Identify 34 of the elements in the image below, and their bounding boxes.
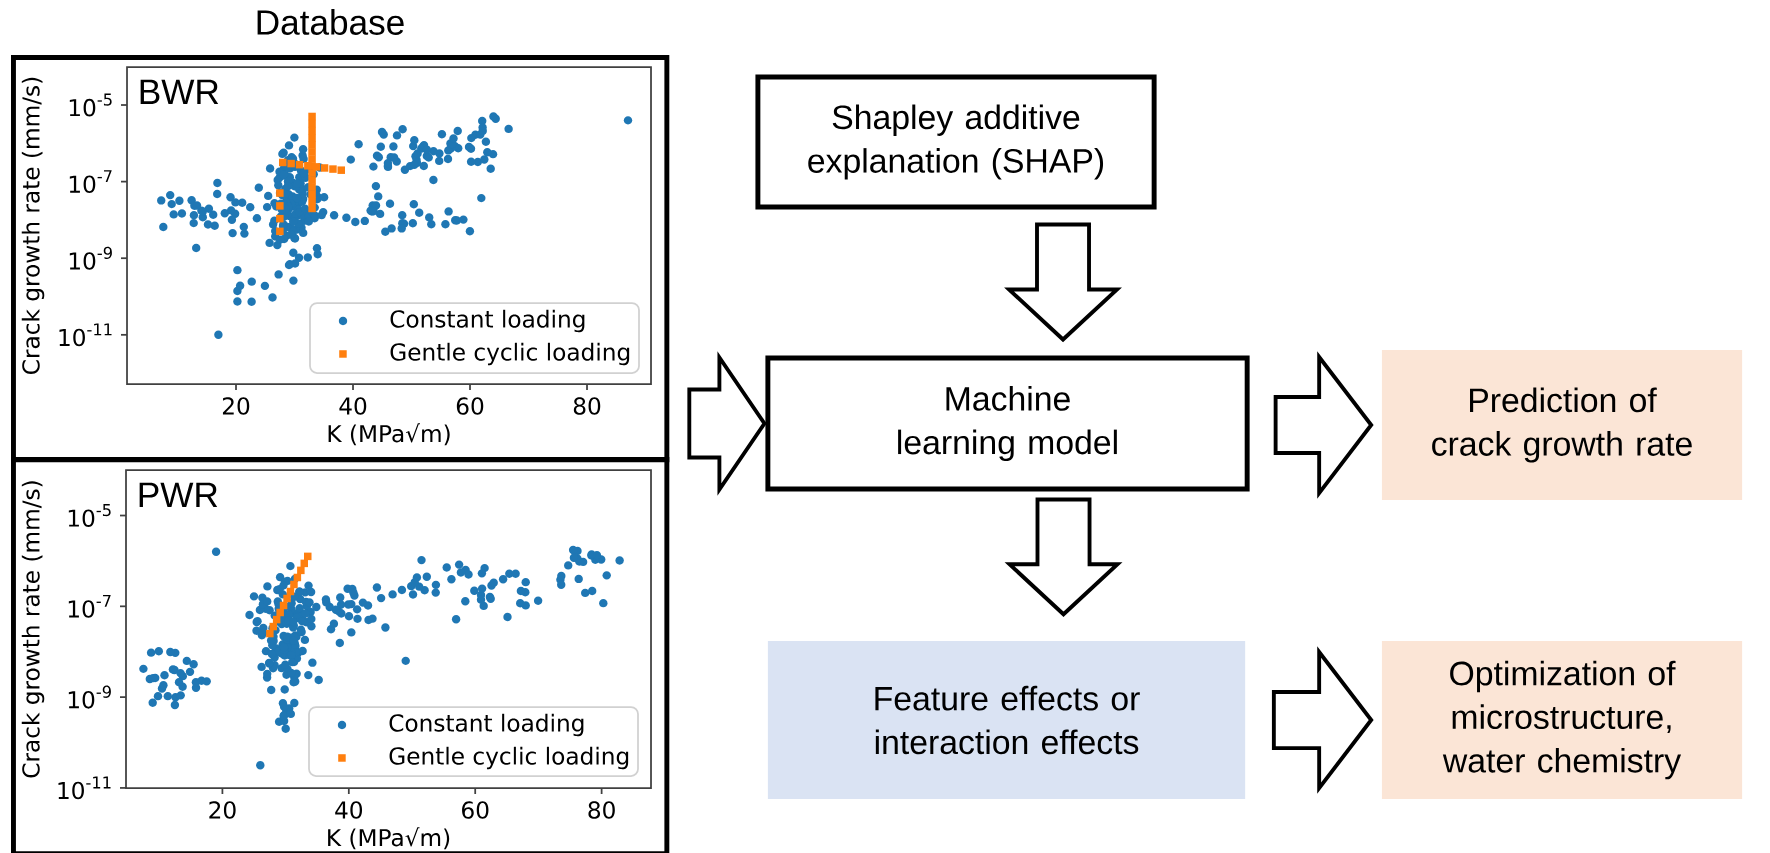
tick-label: 10$^{-7}$	[68, 594, 111, 618]
process-box: Shapley additive explanation (SHAP)	[755, 74, 1157, 210]
tick-label: 20	[222, 397, 250, 415]
tick-label: 10$^{-5}$	[68, 504, 111, 527]
process-box: Machine learning model	[765, 355, 1250, 492]
result-box: Feature effects or interaction effects	[767, 641, 1246, 800]
tick-label: 10$^{-9}$	[68, 685, 111, 709]
tick-label: 40	[339, 397, 367, 415]
tick-label: 40	[335, 801, 363, 819]
block-arrow	[1004, 222, 1122, 343]
block-arrow	[1273, 351, 1374, 499]
tick-label: 10$^{-9}$	[69, 246, 112, 270]
result-box: Optimization of microstructure, water chemistry	[1381, 641, 1743, 800]
legend-text: Gentle cyclic loading	[390, 342, 630, 366]
tick-label: 60	[462, 801, 489, 819]
block-arrow	[687, 351, 767, 496]
block-arrow	[1004, 497, 1123, 617]
legend-text: Constant loading	[389, 713, 584, 737]
tick-label: 10$^{-11}$	[59, 323, 112, 347]
tick-label: 20	[209, 801, 236, 819]
tick-label: 10$^{-5}$	[69, 93, 112, 117]
axis-label: Crack growth rate (mm/s)	[21, 481, 45, 778]
result-box: Prediction of crack growth rate	[1381, 350, 1743, 501]
axis-label: K (MPa√m)	[328, 423, 450, 446]
legend-text: Gentle cyclic loading	[389, 746, 629, 770]
legend-text: Constant loading	[390, 309, 585, 333]
block-arrow	[1271, 646, 1374, 794]
tick-label: 80	[573, 397, 601, 415]
tick-label: 10$^{-7}$	[69, 170, 112, 193]
tick-label: 60	[456, 397, 484, 415]
tick-label: 10$^{-11}$	[58, 776, 111, 800]
tick-label: 80	[588, 801, 615, 819]
axis-label: Crack growth rate (mm/s)	[21, 77, 45, 374]
axis-label: K (MPa√m)	[328, 827, 450, 850]
